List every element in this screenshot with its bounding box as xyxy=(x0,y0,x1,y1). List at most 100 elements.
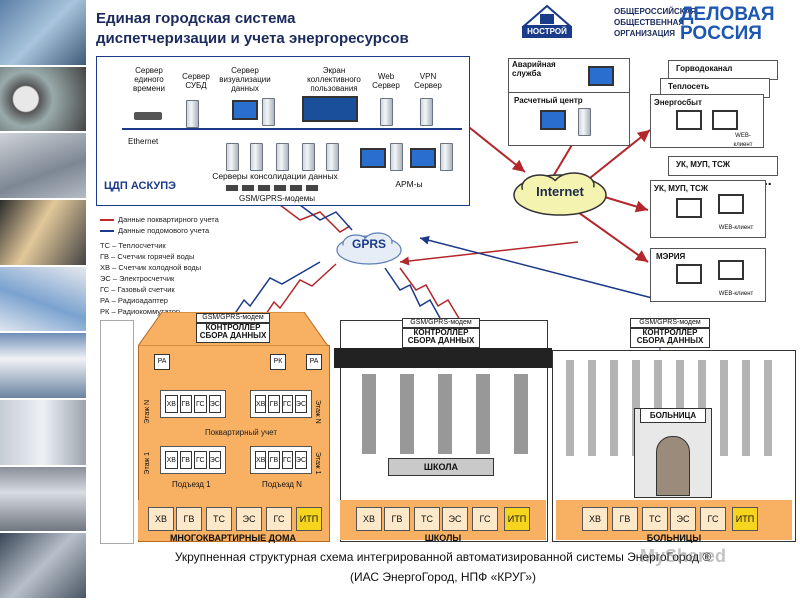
consolidation-server-2 xyxy=(250,143,263,171)
billing-server xyxy=(578,108,591,136)
uk2-label: УК, МУП, ТСЖ xyxy=(654,184,709,193)
energosbyt-label: Энергосбыт xyxy=(654,98,702,107)
apt-ra-left: РА xyxy=(154,354,170,370)
ethernet-label: Ethernet xyxy=(128,137,159,146)
energosbyt-webclient: WEB-клиент xyxy=(733,133,753,148)
pipe-valves-photo xyxy=(0,133,86,201)
homes-meter-gv: ГВ xyxy=(176,507,202,531)
hospitals-meter-ts: ТС xyxy=(642,507,668,531)
gauges-photo xyxy=(0,66,86,134)
workstation-unit-2 xyxy=(440,143,453,171)
side-building xyxy=(100,320,134,544)
uk-webclient: WEB-клиент xyxy=(718,225,754,231)
school-sign: ШКОЛА xyxy=(388,458,494,476)
consolidation-label: Серверы консолидации данных xyxy=(212,171,338,181)
time-server-device xyxy=(134,112,162,120)
hospital-sign: БОЛЬНИЦА xyxy=(640,408,706,423)
school-windows xyxy=(352,374,536,454)
modems-label: GSM/GPRS-модемы xyxy=(239,194,315,203)
teploset-label: Теплосеть xyxy=(668,82,710,91)
org-brand: ДЕЛОВАЯ РОССИЯ xyxy=(680,5,774,43)
floor-n-right: Этаж N xyxy=(314,400,321,424)
caption-line-2: (ИАС ЭнергоГород, НПФ «КРУГ») xyxy=(349,570,536,584)
legend-swatch-red xyxy=(100,219,114,222)
schools-meter-ts: ТС xyxy=(414,507,440,531)
apt-rk: РК xyxy=(270,354,286,370)
energosbyt-pc-1 xyxy=(676,110,702,130)
entrance-1-label: Подъезд 1 xyxy=(172,480,211,489)
legend-swatch-blue xyxy=(100,230,114,233)
hospitals-meter-itp: ИТП xyxy=(732,507,758,531)
school-controller: КОНТРОЛЛЕР СБОРА ДАННЫХ xyxy=(402,328,480,348)
hospital-controller: КОНТРОЛЛЕР СБОРА ДАННЫХ xyxy=(630,328,710,348)
energosbyt-panel xyxy=(650,94,764,148)
shared-screen xyxy=(302,96,358,122)
dbms-server-label: Сервер СУБД xyxy=(182,72,210,90)
floor-1-left: Этаж 1 xyxy=(144,452,151,475)
homes-meter-hv: ХВ xyxy=(148,507,174,531)
legend-item-gs: ГС – Газовый счетчик xyxy=(100,285,175,294)
watermark: MyShared xyxy=(640,546,727,566)
photo-strip xyxy=(0,0,86,600)
water-tap-photo xyxy=(0,266,86,334)
cdp-label: ЦДП АСКУПЭ xyxy=(104,180,177,192)
workstation-monitor-1 xyxy=(360,148,386,168)
school-modem: GSM/GPRS-модем xyxy=(402,318,480,328)
schools-meter-itp: ИТП xyxy=(504,507,530,531)
schools-meter-gs: ГС xyxy=(472,507,498,531)
apt-modem: GSM/GPRS-модем xyxy=(196,313,270,323)
caption-line-1: Укрупненная структурная схема интегриров… xyxy=(174,550,712,564)
vpn-server-unit xyxy=(420,98,433,126)
viz-server-label: Сервер визуализации данных xyxy=(219,66,271,93)
schools-meter-hv: ХВ xyxy=(356,507,382,531)
workstations-label: АРМ-ы xyxy=(395,179,423,189)
modem-row xyxy=(226,185,346,191)
meriya-webclient: WEB-клиент xyxy=(718,291,754,297)
homes-meter-es: ЭС xyxy=(236,507,262,531)
workstation-monitor-2 xyxy=(410,148,436,168)
hospital-door xyxy=(656,436,690,496)
legend: Данные поквартирного учета Данные подомо… xyxy=(100,214,340,317)
org-line-1: ОБЩЕРОССИЙСКАЯ xyxy=(614,7,697,16)
uk1-panel xyxy=(668,156,778,176)
hospital-modem: GSM/GPRS-модем xyxy=(630,318,710,328)
internet-cloud xyxy=(513,172,607,216)
hospitals-meter-hv: ХВ xyxy=(582,507,608,531)
legend-item-ts: ТС – Теплосчетчик xyxy=(100,241,166,250)
apt-controller: КОНТРОЛЛЕР СБОРА ДАННЫХ xyxy=(196,323,270,343)
internet-label: Internet xyxy=(536,184,584,199)
legend-item-rk: РК – Радиокоммутатор xyxy=(100,307,181,316)
web-server-label: Web Сервер xyxy=(372,72,400,90)
meter-device-photo xyxy=(0,200,86,267)
legend-item-gv: ГВ – Счетчик горячей воды xyxy=(100,252,195,261)
org-brand-line-2: РОССИЯ xyxy=(680,23,762,44)
meriya-panel xyxy=(650,248,766,302)
org-line-3: ОРГАНИЗАЦИЯ xyxy=(614,29,676,38)
caption-schools: ШКОЛЫ xyxy=(424,533,462,543)
entrance-n-label: Подъезд N xyxy=(262,480,302,489)
nostroy-logo-text: НОСТРОЙ xyxy=(522,26,572,38)
consolidation-server-4 xyxy=(302,143,315,171)
apt-ra-right: РА xyxy=(306,354,322,370)
org-brand-line-1: ДЕЛОВАЯ xyxy=(680,4,775,25)
caption-homes: МНОГОКВАРТИРНЫЕ ДОМА xyxy=(169,533,297,543)
vpn-server-label: VPN Сервер xyxy=(414,72,442,90)
homes-meter-gs: ГС xyxy=(266,507,292,531)
schools-meter-es: ЭС xyxy=(442,507,468,531)
consolidation-server-1 xyxy=(226,143,239,171)
delovaya-rossiya-logo: ОБЩЕРОССИЙСКАЯ ОБЩЕСТВЕННАЯ ОРГАНИЗАЦИЯ … xyxy=(614,5,796,45)
boiler-photo xyxy=(0,533,86,600)
billing-label: Расчетный центр xyxy=(514,96,583,105)
meriya-pc-2 xyxy=(718,260,744,280)
viz-monitor xyxy=(232,100,258,120)
org-line-2: ОБЩЕСТВЕННАЯ xyxy=(614,18,685,27)
dbms-server-unit xyxy=(186,100,199,128)
energosbyt-pc-2 xyxy=(712,110,738,130)
floor-n-left: Этаж N xyxy=(144,400,151,424)
consolidation-server-3 xyxy=(276,143,289,171)
caption-hospitals: БОЛЬНИЦЫ xyxy=(646,533,702,543)
legend-item-apartment: Данные поквартирного учета xyxy=(100,214,340,225)
